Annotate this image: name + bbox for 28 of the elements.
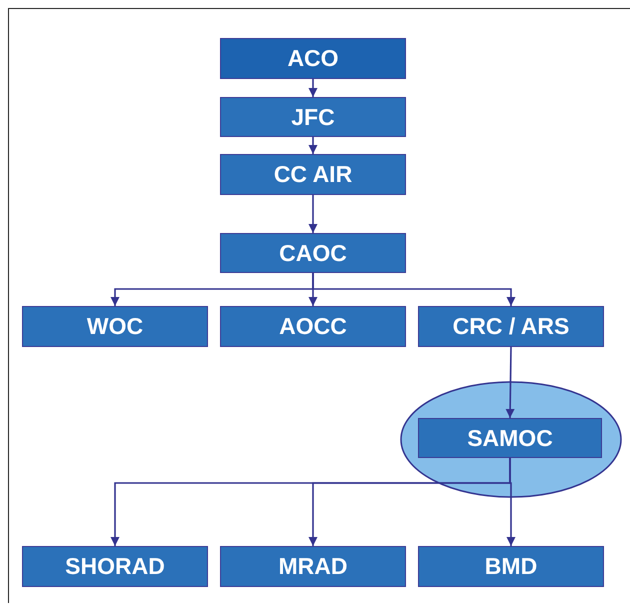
arrow [506,458,516,546]
box-label: WOC [86,313,144,340]
box-label: ACO [287,45,339,72]
box-label: AOCC [279,313,347,340]
arrow [308,137,318,154]
process-box [220,97,406,137]
process-box [220,38,406,79]
process-box [220,306,406,347]
process-box [418,546,604,587]
arrow [308,195,318,233]
process-box [418,306,604,347]
box-label: SHORAD [65,553,165,580]
box-label: CAOC [279,240,347,266]
box-label: BMD [484,553,538,580]
box-label: CC AIR [274,161,352,188]
process-box [22,306,208,347]
box-label: CRC / ARS [452,313,570,340]
process-box [220,154,406,195]
process-box [220,546,406,587]
arrow [308,79,318,97]
arrow [312,273,516,306]
arrow [506,346,515,418]
process-box [418,418,602,458]
process-box [22,546,208,587]
process-box [220,233,406,273]
box-label: SAMOC [467,424,553,452]
box-label: JFC [291,104,335,130]
box-label: MRAD [278,553,348,580]
